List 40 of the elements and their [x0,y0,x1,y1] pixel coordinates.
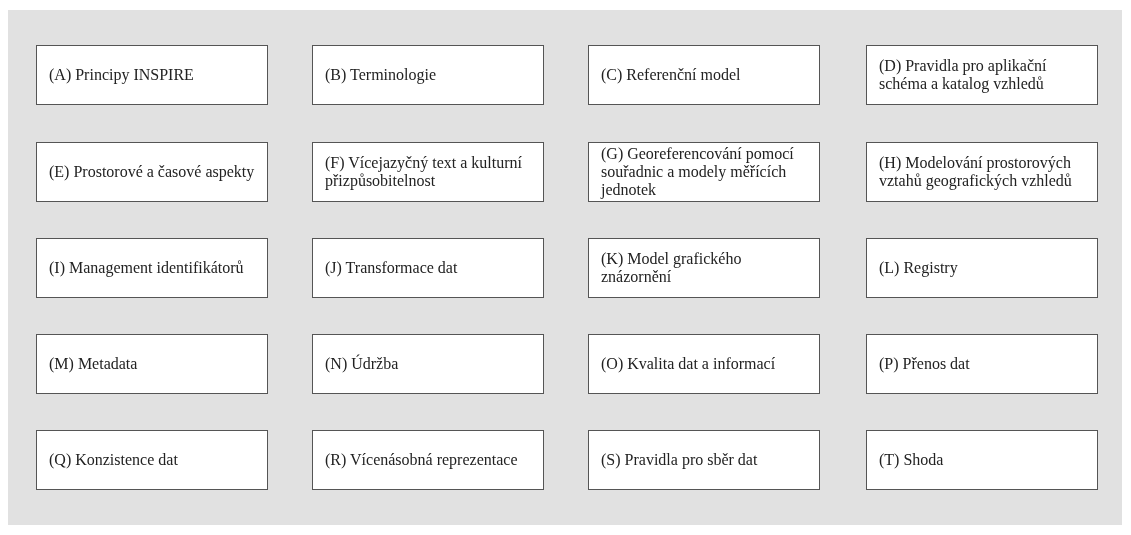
topic-label: (P) Přenos dat [879,355,971,373]
topic-label: (K) Model grafického znázornění [601,250,743,286]
topic-box [588,238,820,298]
topic-box [36,142,268,202]
topic-label: (C) Referenční model [601,66,742,84]
topic-box [312,238,544,298]
topic-box [866,334,1098,394]
topic-label: (T) Shoda [879,451,945,469]
topic-box [36,45,268,105]
topic-box [866,45,1098,105]
topic-box [588,142,820,202]
topic-label: (N) Údržba [325,355,400,373]
topic-box [866,142,1098,202]
topic-label: (E) Prostorové a časové aspekty [49,163,256,181]
topic-label: (O) Kvalita dat a informací [601,355,777,373]
topic-box [866,430,1098,490]
topic-box [36,238,268,298]
topic-label: (S) Pravidla pro sběr dat [601,451,759,469]
topic-label: (H) Modelování prostorových vztahů geografických vzhledů [879,154,1073,190]
topic-label: (Q) Konzistence dat [49,451,179,469]
topic-label: (F) Vícejazyčný text a kulturní přizpůsobitelnost [325,154,523,190]
topic-label: (I) Management identifikátorů [49,259,245,277]
topic-label: (J) Transformace dat [325,259,459,277]
topic-label: (B) Terminologie [325,66,437,84]
topic-label: (L) Registry [879,259,959,277]
topic-label: (A) Principy INSPIRE [49,66,195,84]
topic-label: (D) Pravidla pro aplikační schéma a katalog vzhledů [879,57,1048,93]
topic-box [312,334,544,394]
topic-box [866,238,1098,298]
topic-box [312,430,544,490]
topic-box [312,45,544,105]
topic-box [588,45,820,105]
topic-box [588,334,820,394]
topic-label: (R) Vícenásobná reprezentace [325,451,519,469]
topic-box [312,142,544,202]
topic-box [36,430,268,490]
topic-box [36,334,268,394]
topic-label: (M) Metadata [49,355,139,373]
topic-box [588,430,820,490]
topic-label: (G) Georeferencování pomocí souřadnic a modely měřících jednotek [601,145,795,199]
